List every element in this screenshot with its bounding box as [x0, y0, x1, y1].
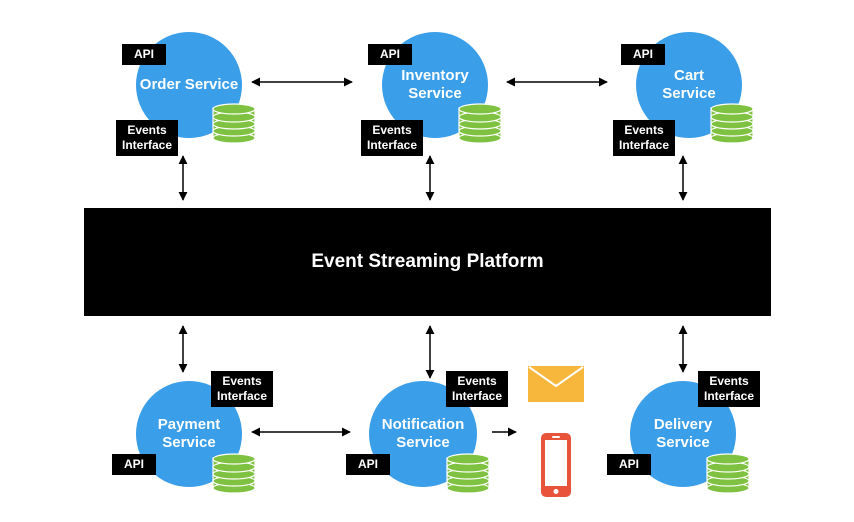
database-icon	[212, 453, 256, 494]
database-icon	[212, 103, 256, 144]
cart-events-interface-tag: Events Interface	[613, 120, 675, 156]
inventory-events-interface-tag: Events Interface	[361, 120, 423, 156]
database-icon	[446, 453, 490, 494]
database-icon	[710, 103, 754, 144]
delivery-events-interface-tag: Events Interface	[698, 371, 760, 407]
cart-service-label: Cart Service	[662, 67, 716, 102]
order-events-interface-tag: Events Interface	[116, 120, 178, 156]
payment-api-tag: API	[112, 454, 156, 475]
delivery-service-label: Delivery Service	[653, 416, 713, 451]
delivery-api-tag: API	[607, 454, 651, 475]
mobile-phone-icon	[541, 433, 571, 497]
database-icon	[458, 103, 502, 144]
cart-api-tag: API	[621, 44, 665, 65]
event-streaming-platform: Event Streaming Platform	[84, 208, 771, 316]
notification-service-label: Notification Service	[381, 416, 465, 451]
notification-api-tag: API	[346, 454, 390, 475]
order-api-tag: API	[122, 44, 166, 65]
order-service-label: Order Service	[139, 76, 239, 93]
inventory-service-label: Inventory Service	[401, 67, 469, 102]
payment-events-interface-tag: Events Interface	[211, 371, 273, 407]
database-icon	[706, 453, 750, 494]
notification-events-interface-tag: Events Interface	[446, 371, 508, 407]
inventory-api-tag: API	[368, 44, 412, 65]
envelope-icon	[528, 366, 584, 402]
payment-service-label: Payment Service	[157, 416, 221, 451]
